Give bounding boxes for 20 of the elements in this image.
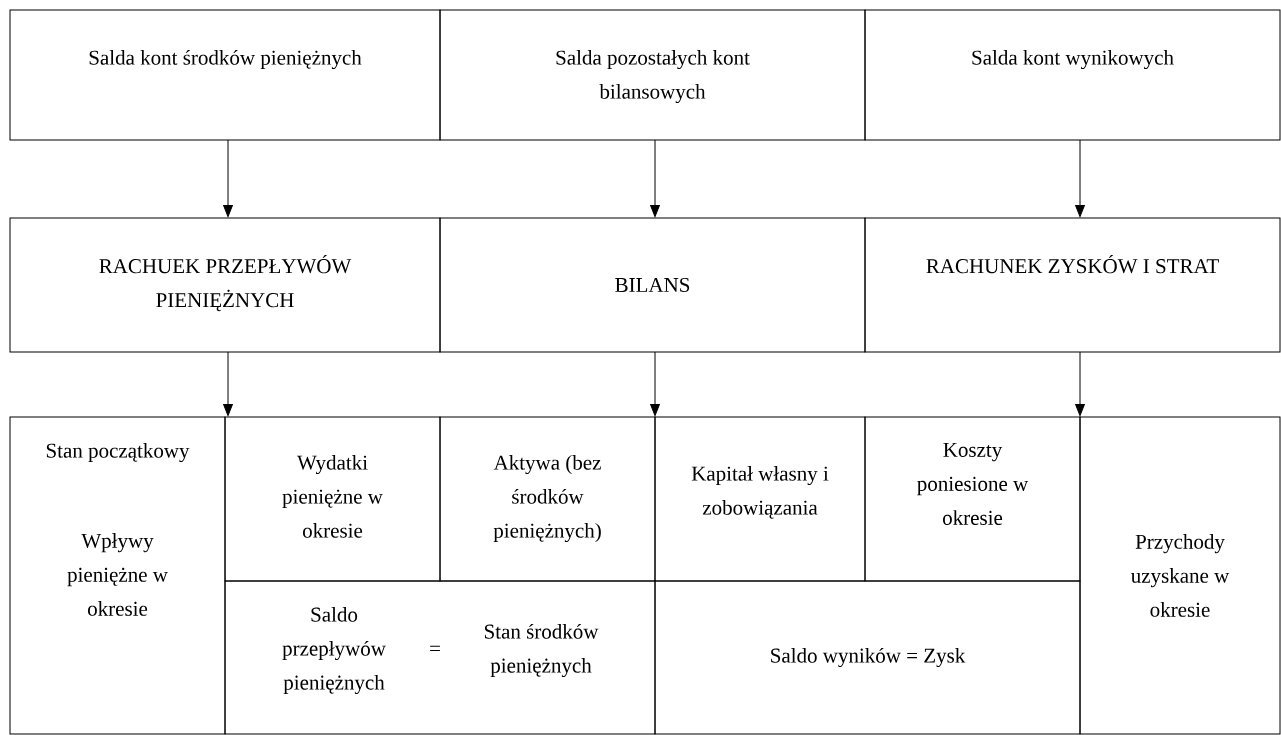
table-cell: Saldo przepływów pieniężnych = Stan środków pieniężnych xyxy=(224,580,656,735)
header-box: Salda kont środków pieniężnych xyxy=(9,9,441,141)
arrow xyxy=(650,139,660,218)
table-cell: Koszty poniesione w okresie xyxy=(864,416,1081,582)
table-cell: Saldo wyników = Zysk xyxy=(654,580,1081,735)
statement-box: RACHUEK PRZEPŁYWÓW PIENIĘŻNYCH xyxy=(9,217,441,353)
table-cell: Wydatki pieniężne w okresie xyxy=(224,416,441,582)
arrow xyxy=(1075,351,1085,417)
header-box: Salda pozostałych kont bilansowych xyxy=(439,9,866,141)
statement-box: BILANS xyxy=(439,217,866,353)
arrow xyxy=(1075,139,1085,218)
header-box: Salda kont wynikowych xyxy=(864,9,1281,141)
table-cell: Kapitał własny i zobowiązania xyxy=(654,416,866,582)
statement-box: RACHUNEK ZYSKÓW I STRAT xyxy=(864,217,1281,353)
table-cell: Stan początkowy Wpływy pieniężne w okresie xyxy=(9,416,226,735)
table-cell: Aktywa (bez środków pieniężnych) xyxy=(439,416,656,582)
arrow xyxy=(223,351,233,417)
arrow xyxy=(650,351,660,417)
table-cell: Przychody uzyskane w okresie xyxy=(1079,416,1281,735)
arrow xyxy=(223,139,233,218)
